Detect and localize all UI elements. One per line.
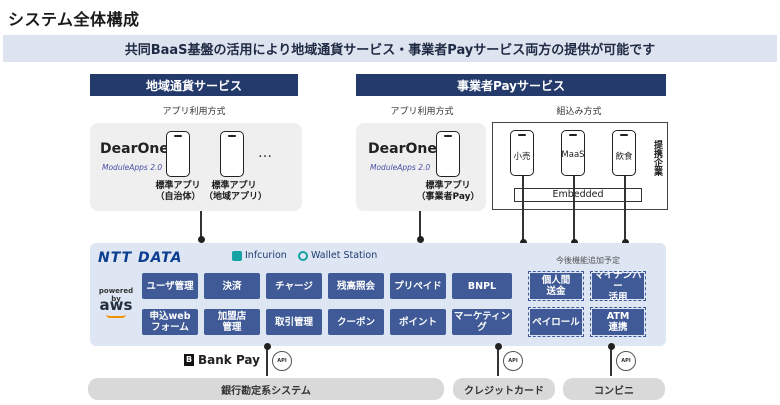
dearone-logo: DearOne	[100, 141, 169, 157]
future-atm-integration: ATM 連携	[589, 306, 647, 338]
convenience-store-system: コンビニ	[563, 378, 665, 400]
phone-icon	[510, 130, 534, 176]
bank-core-system: 銀行勘定系システム	[88, 378, 444, 400]
phone-label-maas: MaaS	[561, 150, 585, 160]
bankpay-logo: Bank Pay	[198, 353, 260, 367]
function-label-line: 活用	[608, 291, 628, 303]
function-payment: 決済	[204, 273, 260, 299]
connector-line	[610, 346, 612, 376]
aws-logo: aws	[99, 296, 133, 314]
connector-line	[573, 176, 575, 240]
wallet-station-mark-icon	[298, 250, 308, 261]
phone-icon	[220, 131, 244, 177]
phone-label-dining: 飲食	[615, 152, 633, 162]
credit-card-system: クレジットカード	[453, 378, 555, 400]
caption-line: 標準アプリ	[425, 181, 471, 191]
function-bnpl: BNPL	[452, 273, 512, 299]
caption-line: （事業者Pay）	[416, 192, 480, 202]
future-payroll: ペイロール	[527, 306, 585, 338]
future-functions-label: 今後機能追加予定	[556, 256, 620, 265]
connector-dot	[621, 239, 629, 246]
caption-line: 標準アプリ	[155, 181, 201, 191]
function-merchant-management: 加盟店 管理	[204, 309, 260, 335]
function-label-line: フォーム	[151, 322, 189, 333]
moduleapps-logo: ModuleApps 2.0	[102, 163, 163, 172]
function-label-line: 管理	[222, 322, 242, 333]
phone-icon	[612, 130, 636, 176]
function-prepaid: プリペイド	[390, 273, 446, 299]
aws-smile-icon	[106, 314, 126, 318]
ellipsis: …	[258, 145, 272, 161]
future-p2p-transfer: 個人間 送金	[527, 270, 585, 302]
connector-line	[266, 346, 268, 376]
infcurion-text: Infcurion	[245, 250, 287, 261]
function-label-line: マイナンバー	[594, 269, 642, 292]
function-label-line: 申込web	[149, 311, 191, 322]
function-coupon: クーポン	[328, 309, 384, 335]
partner-companies-label: 提携企業	[652, 140, 662, 176]
function-label-line: ATM	[606, 311, 630, 322]
dearone-logo: DearOne	[368, 141, 437, 157]
caption-line: （地域アプリ）	[204, 192, 268, 202]
function-label-line: 送金	[546, 286, 566, 297]
connector-dot	[197, 236, 205, 243]
connector-dot	[263, 343, 271, 350]
function-balance-inquiry: 残高照会	[328, 273, 384, 299]
connector-line	[522, 176, 524, 240]
regional-method-label: アプリ利用方式	[162, 107, 226, 117]
api-icon: API	[272, 351, 292, 371]
connector-line	[624, 176, 626, 240]
phone-icon	[436, 131, 460, 177]
infcurion-logo: Infcurion	[232, 250, 287, 261]
future-mynumber-usage: マイナンバー 活用	[589, 269, 647, 303]
function-transaction-management: 取引管理	[266, 309, 322, 335]
regional-caption-local-app: 標準アプリ （地域アプリ）	[204, 181, 268, 203]
connector-line	[200, 211, 202, 240]
wallet-station-logo: Wallet Station	[298, 250, 377, 261]
function-label-line: 連携	[608, 322, 628, 333]
api-icon: API	[616, 351, 636, 371]
business-app-panel	[356, 123, 486, 211]
regional-app-panel	[90, 123, 302, 211]
subtitle-text: 共同BaaS基盤の活用により地域通貨サービス・事業者Payサービス両方の提供が可…	[124, 43, 656, 58]
regional-caption-municipality: 標準アプリ （自治体）	[148, 181, 208, 203]
phone-icon	[166, 131, 190, 177]
phone-label-retail: 小売	[513, 152, 531, 162]
connector-dot	[519, 239, 527, 246]
wallet-station-text: Wallet Station	[311, 250, 378, 261]
connector-dot	[607, 343, 615, 350]
moduleapps-logo: ModuleApps 2.0	[370, 163, 431, 172]
connector-dot	[570, 239, 578, 246]
function-points: ポイント	[390, 309, 446, 335]
regional-service-header: 地域通貨サービス	[90, 74, 298, 96]
function-label-line: 加盟店	[217, 311, 247, 322]
infcurion-mark-icon	[232, 250, 242, 261]
function-label-line: 個人間	[541, 275, 571, 286]
page-title: システム全体構成	[8, 10, 140, 29]
caption-line: 標準アプリ	[211, 181, 257, 191]
subtitle-banner: 共同BaaS基盤の活用により地域通貨サービス・事業者Payサービス両方の提供が可…	[3, 35, 777, 62]
connector-dot	[416, 236, 424, 243]
caption-line: （自治体）	[155, 192, 201, 202]
business-pay-header: 事業者Payサービス	[356, 74, 666, 96]
business-caption-app: 標準アプリ （事業者Pay）	[410, 181, 486, 203]
function-application-web-form: 申込web フォーム	[142, 309, 198, 335]
function-user-management: ユーザ管理	[142, 273, 198, 299]
business-method-app-label: アプリ利用方式	[390, 107, 454, 117]
function-marketing: マーケティング	[452, 309, 512, 335]
nttdata-logo: NTT DATA	[98, 250, 183, 266]
business-method-embed-label: 組込み方式	[556, 107, 602, 117]
connector-line	[419, 211, 421, 240]
connector-line	[497, 346, 499, 376]
function-charge: チャージ	[266, 273, 322, 299]
powered-by-label: powered by	[98, 287, 134, 303]
embedded-box: Embedded	[514, 188, 642, 202]
phone-icon	[561, 130, 585, 176]
bankpay-mark-icon: B	[184, 354, 194, 366]
connector-dot	[494, 343, 502, 350]
api-icon: API	[503, 351, 523, 371]
